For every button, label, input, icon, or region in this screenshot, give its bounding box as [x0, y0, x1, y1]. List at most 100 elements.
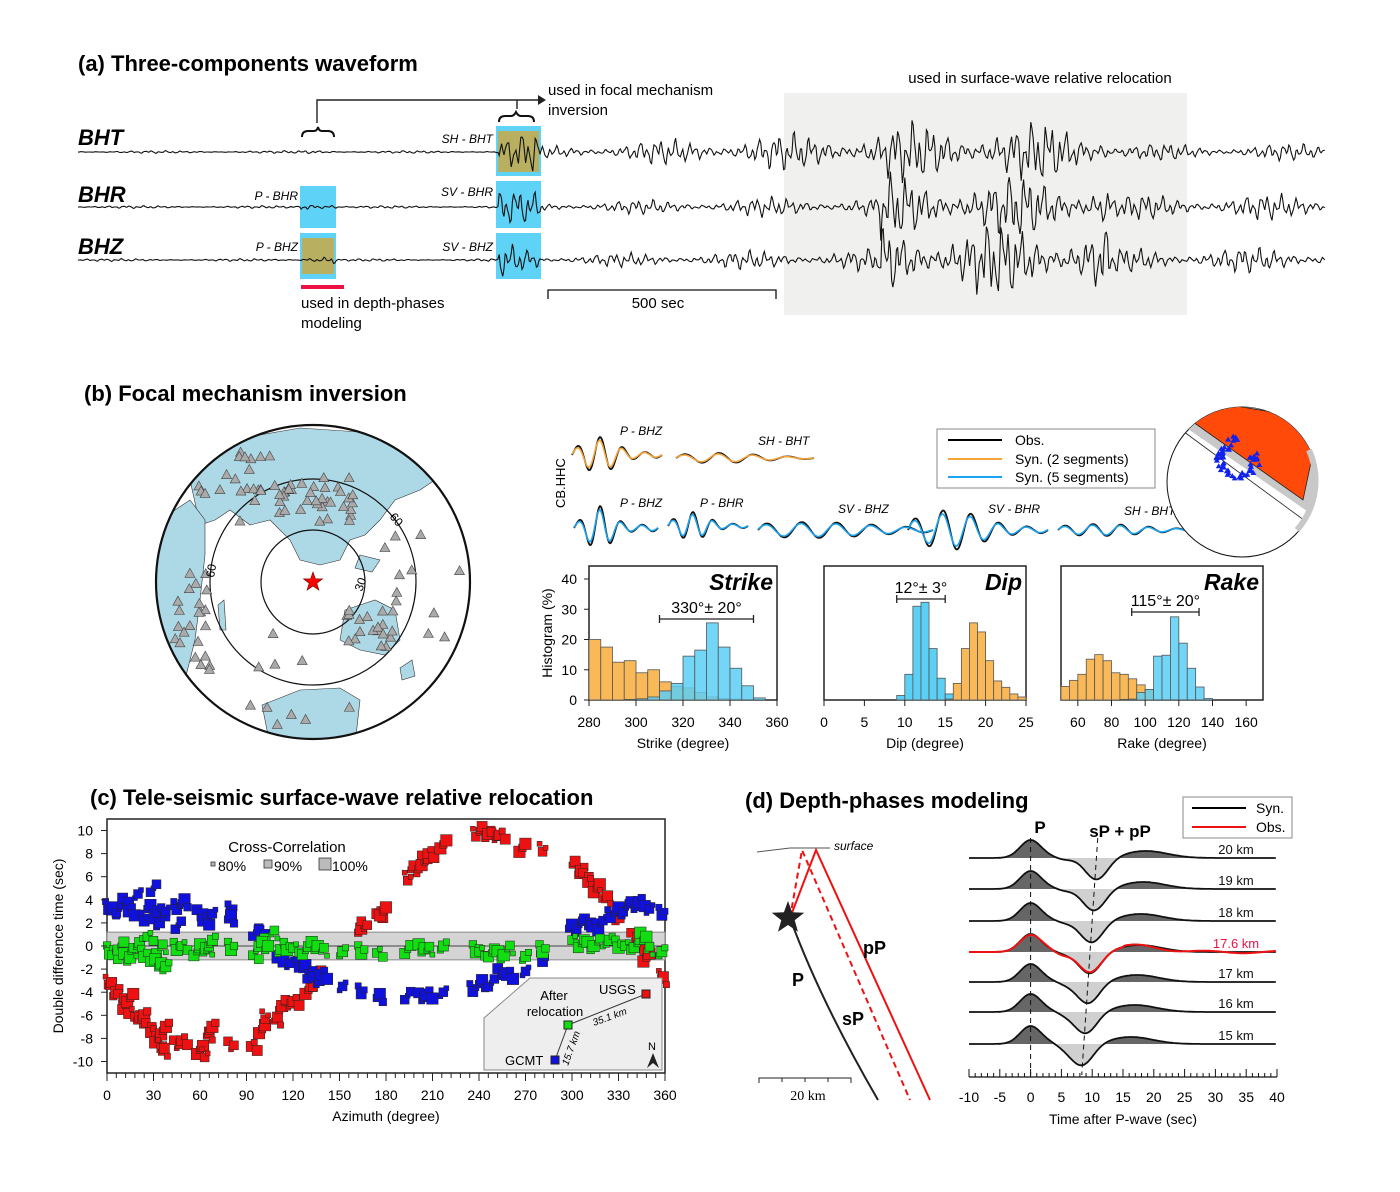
data-point [181, 1033, 188, 1041]
depth-label: 16 km [1218, 996, 1253, 1011]
polarity-triangle-icon [1256, 462, 1263, 468]
station-triangle-icon [264, 450, 276, 461]
histogram-bar [944, 698, 954, 701]
data-point [164, 1018, 173, 1027]
y-tick-label: -10 [73, 1054, 93, 1070]
data-point [277, 1021, 284, 1029]
phase-label-sp-pp: sP + pP [1089, 822, 1151, 841]
synthetic-waveform [571, 439, 663, 469]
polarity-triangle-icon [1224, 471, 1231, 477]
histogram-bar [1102, 660, 1112, 701]
data-point [378, 952, 388, 962]
data-point [541, 944, 550, 953]
station-triangle-icon [304, 486, 316, 497]
data-point [265, 1012, 271, 1019]
station-triangle-icon [295, 503, 307, 514]
station-triangle-icon [415, 529, 427, 539]
x-tick-label: 120 [281, 1087, 305, 1103]
time-tick-label: 40 [1269, 1089, 1285, 1105]
data-point [426, 992, 439, 1005]
legend-syn5: Syn. (5 segments) [1015, 469, 1129, 485]
data-point [229, 1040, 239, 1051]
histogram-bar [993, 680, 1003, 701]
data-point [354, 982, 362, 990]
depth-label: 15 km [1218, 1028, 1253, 1043]
data-point [262, 940, 275, 952]
usgs-marker [641, 989, 651, 999]
cc-90-marker [263, 859, 273, 869]
inset-usgs: USGS [599, 982, 636, 997]
station-triangle-icon [296, 654, 308, 665]
data-point [377, 946, 383, 952]
histogram-bar [1077, 673, 1087, 701]
station-triangle-icon [201, 584, 213, 595]
data-point [133, 889, 143, 899]
station-triangle-icon [406, 564, 418, 575]
histogram-bar [1085, 658, 1096, 701]
gcmt-marker [550, 1055, 560, 1065]
data-point [147, 930, 154, 936]
station-triangle-icon [377, 605, 389, 616]
histogram-title: Rake [1204, 569, 1259, 595]
station-triangle-icon [301, 494, 313, 505]
data-point [254, 954, 264, 964]
data-point [208, 1036, 216, 1044]
station-triangle-icon [189, 651, 201, 662]
synthetic-waveform [1057, 524, 1199, 536]
data-point [158, 939, 168, 950]
station-triangle-icon [244, 699, 256, 710]
polarity-triangle-icon [1220, 454, 1227, 460]
station-triangle-icon [338, 501, 350, 512]
x-tick-label: 5 [861, 714, 869, 730]
legend-obs-red: Obs. [1256, 819, 1286, 835]
depth-note-2: modeling [301, 315, 362, 332]
data-point [510, 950, 516, 957]
histogram-bar [952, 682, 962, 701]
x-tick-label: 0 [103, 1087, 111, 1103]
y-tick-label: 10 [77, 823, 93, 839]
positive-fill [969, 1026, 1277, 1044]
data-point [429, 951, 436, 958]
x-tick-label: 25 [1018, 714, 1034, 730]
histogram-bar [741, 685, 754, 701]
station-triangle-icon [354, 626, 366, 636]
histogram-bar [682, 655, 696, 701]
station-triangle-icon [345, 503, 357, 514]
data-point [127, 987, 140, 1000]
data-point [505, 940, 515, 951]
data-point [159, 1042, 170, 1054]
positive-fill [969, 840, 1277, 858]
data-point [618, 907, 628, 917]
histogram-bar [1136, 692, 1146, 701]
cc-90-label: 90% [274, 858, 302, 874]
x-axis-label: Strike (degree) [637, 735, 730, 751]
data-point [182, 1039, 193, 1051]
data-point [587, 875, 595, 882]
histogram-bar [985, 660, 995, 701]
x-tick-label: 10 [897, 714, 913, 730]
hypocenter-star-icon [771, 901, 805, 932]
data-point [118, 936, 130, 948]
histogram-bar [706, 622, 719, 701]
inset-after-1: After [540, 988, 568, 1003]
time-tick-label: 20 [1146, 1089, 1162, 1105]
data-point [133, 953, 140, 959]
data-point [155, 1037, 161, 1043]
data-point [166, 904, 172, 911]
data-point [293, 941, 299, 948]
station-triangle-icon [235, 485, 247, 496]
data-point [165, 959, 173, 967]
station-triangle-icon [346, 497, 358, 508]
histogram-bar [1170, 616, 1180, 701]
stations [169, 446, 466, 729]
histogram-bar [936, 677, 946, 701]
data-point [644, 941, 655, 952]
station-triangle-icon [349, 633, 361, 644]
cc-legend-title: Cross-Correlation [228, 839, 346, 856]
location-inset: After relocation USGS GCMT 35.1 km 15.7 … [483, 977, 663, 1071]
data-point [479, 945, 485, 951]
positive-fill [969, 994, 1277, 1012]
station-triangle-icon [243, 463, 255, 474]
